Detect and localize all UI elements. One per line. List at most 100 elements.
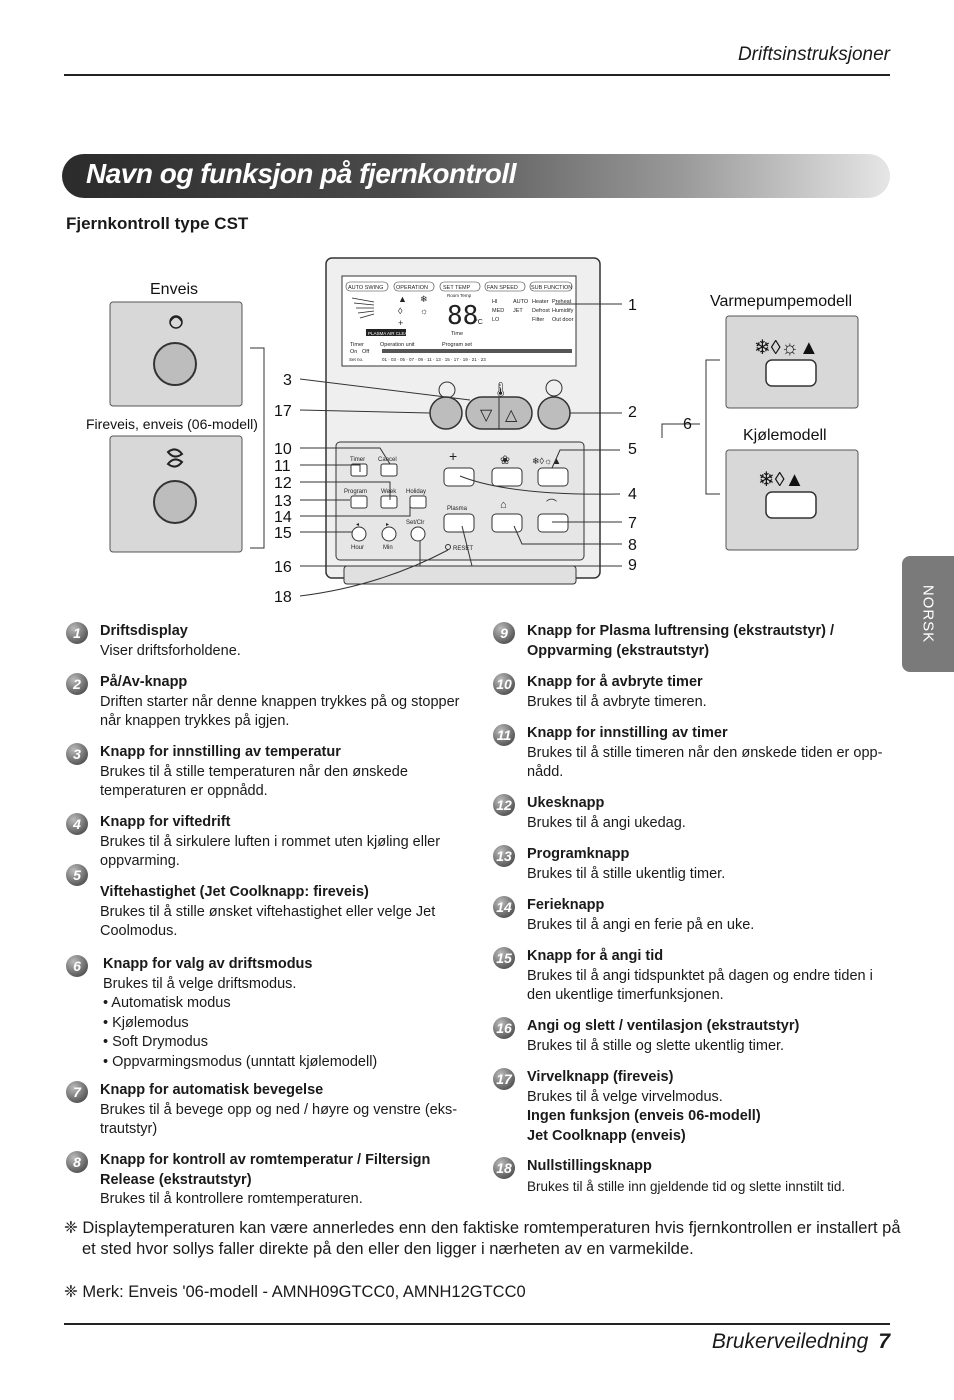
item-desc: Brukes til å stille temperaturen når den… [100, 763, 408, 780]
week-button[interactable] [380, 495, 398, 509]
item-number: 10 [493, 673, 515, 695]
list-item: 11 Knapp for innstilling av timer Brukes… [493, 724, 893, 783]
callout-2: 2 [628, 404, 637, 421]
item-title: Knapp for automatisk bevegelse [100, 1082, 324, 1098]
item-desc: • Kjølemodus [103, 1014, 189, 1031]
item-number: 15 [493, 947, 515, 969]
item-desc: Brukes til å angi en ferie på en uke. [527, 916, 755, 933]
item-title: Ingen funksjon (enveis 06-modell) [527, 1108, 761, 1124]
setclr-button[interactable] [410, 526, 426, 542]
list-item: 2 På/Av-knapp Driften starter når denne … [66, 673, 476, 732]
auto-swing-icon: ⌒ [546, 498, 557, 511]
lcd-hours: 01 · 03 · 05 · 07 · 09 · 11 · 13 · 15 · … [382, 357, 486, 362]
btn-label-hour: Hour [351, 545, 364, 551]
callout-16: 16 [274, 559, 292, 576]
list-item: 12 Ukesknapp Brukes til å angi ukedag. [493, 794, 893, 833]
item-desc: den ukentlige timerfunksjonen. [527, 987, 724, 1003]
timer-button[interactable] [350, 463, 368, 477]
holiday-button[interactable] [409, 495, 427, 509]
fan-auto: AUTO [513, 299, 529, 305]
callout-13: 13 [274, 493, 292, 510]
item-number: 12 [493, 794, 515, 816]
fan-med: MED [492, 308, 504, 314]
min-button[interactable] [381, 526, 397, 542]
sub-defrost: Defrost [532, 308, 550, 314]
item-title: Programknapp [527, 846, 630, 862]
mode-dry-icon: ◊ [398, 306, 403, 316]
hour-arrow-icon: ◂ [356, 522, 359, 528]
plasma-button[interactable] [443, 513, 475, 533]
hour-button[interactable] [351, 526, 367, 542]
callout-3: 3 [283, 372, 292, 389]
heatpump-mode-icons: ❄◊☼▲ [754, 337, 819, 359]
enveis-round-button[interactable] [153, 342, 197, 386]
fan-mode-button[interactable] [443, 467, 475, 487]
swirl-button[interactable] [429, 396, 463, 430]
label-varmepumpe: Varmepumpemodell [710, 293, 852, 310]
item-desc: trautstyr) [100, 1121, 158, 1137]
program-button[interactable] [350, 495, 368, 509]
item-desc: • Automatisk modus [103, 995, 231, 1011]
btn-label-week: Week [381, 489, 397, 495]
lcd-label-sub-function: SUB FUNCTION [531, 285, 572, 291]
lcd-room-temp: Room Temp [447, 293, 472, 298]
auto-swing-button[interactable] [537, 513, 569, 533]
list-item: 16 Angi og slett / ventilasjon (ekstraut… [493, 1017, 893, 1056]
list-item: 18 Nullstillingsknapp Brukes til å still… [493, 1157, 893, 1196]
remote-base [343, 565, 577, 585]
list-item: 13 Programknapp Brukes til å stille uken… [493, 845, 893, 884]
sub-humidify: Humidify [552, 308, 574, 314]
item-number: 9 [493, 622, 515, 644]
heatpump-mode-button[interactable] [765, 359, 817, 387]
callout-18: 18 [274, 589, 292, 606]
item-title: Virvelknapp (fireveis) [527, 1069, 674, 1085]
callout-8: 8 [628, 537, 637, 554]
temp-down-icon: ▽ [480, 407, 493, 424]
callout-4: 4 [628, 486, 637, 503]
item-desc: Coolmodus. [100, 923, 178, 939]
lcd-label-fan-speed: FAN SPEED [487, 285, 518, 291]
fan-mode-icon: + [449, 448, 457, 464]
footer-book-title: Brukerveiledning [711, 1330, 869, 1353]
fan-speed-button[interactable] [491, 467, 523, 487]
lcd-degree: °C [475, 318, 483, 326]
plasma-label: PLASMA AIR CLEAN [368, 331, 411, 336]
title-banner: Navn og funksjon på fjernkontroll [62, 154, 890, 198]
mode-select-button[interactable] [537, 467, 569, 487]
callout-15: 15 [274, 525, 292, 542]
btn-label-program: Program [344, 489, 367, 495]
cancel-button[interactable] [380, 463, 398, 477]
item-title: På/Av-knapp [100, 674, 188, 690]
list-item: 14 Ferieknapp Brukes til å angi en ferie… [493, 896, 893, 935]
min-arrow-icon: ▸ [386, 522, 389, 528]
remote-control-diagram: Enveis Fireveis, enveis (06-modell) AUTO… [86, 257, 859, 606]
lcd-label-operation: OPERATION [396, 285, 428, 291]
room-temp-button[interactable] [491, 513, 523, 533]
item-title: Nullstillingsknapp [527, 1158, 652, 1174]
item-title: Knapp for valg av driftsmodus [103, 956, 313, 972]
lcd-label-set-temp: SET TEMP [443, 285, 471, 291]
item-title: Knapp for kontroll av romtemperatur / Fi… [100, 1152, 431, 1188]
item-number: 5 [66, 864, 88, 886]
list-item: 7 Knapp for automatisk bevegelse Brukes … [66, 1081, 476, 1140]
callout-6: 6 [683, 416, 692, 433]
room-temp-icon: ⌂ [500, 499, 507, 511]
item-title: Knapp for innstilling av temperatur [100, 744, 341, 760]
item-number: 14 [493, 896, 515, 918]
btn-label-min: Min [383, 545, 393, 551]
mode-cool-icon: ❄ [420, 294, 428, 304]
sub-filter: Filter [532, 317, 544, 323]
sub-outdoor: Out door [552, 317, 574, 323]
swirl-fan-icon [166, 448, 184, 468]
lcd-label-auto-swing: AUTO SWING [348, 285, 383, 291]
note-display-temp: ❈ Displaytemperaturen kan være annerlede… [64, 1219, 901, 1258]
mode-auto-icon: ▲ [398, 294, 407, 304]
item-title: Driftsdisplay [100, 623, 188, 639]
item-desc: temperaturen er oppnådd. [100, 783, 268, 799]
item-title: Ukesknapp [527, 795, 605, 811]
fireveis-round-button[interactable] [153, 480, 197, 524]
callout-12: 12 [274, 475, 292, 492]
list-item: 10 Knapp for å avbryte timer Brukes til … [493, 673, 893, 712]
reset-button[interactable] [445, 544, 451, 550]
power-button[interactable] [537, 396, 571, 430]
